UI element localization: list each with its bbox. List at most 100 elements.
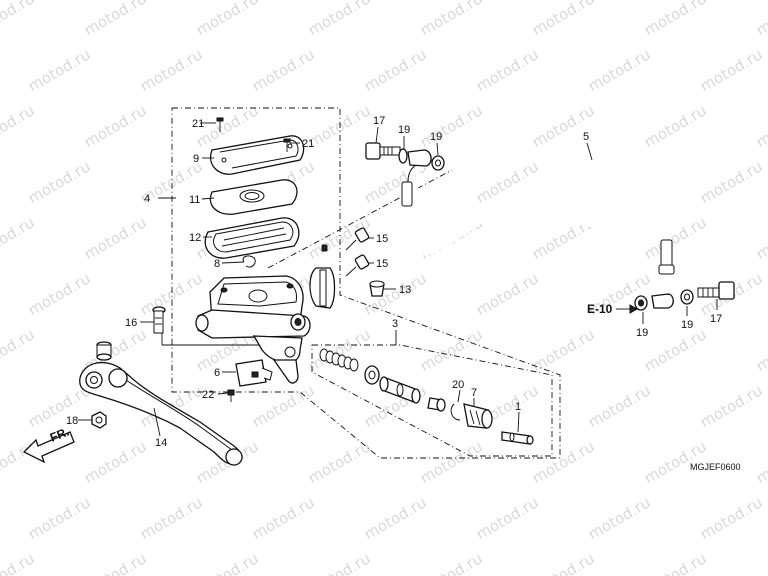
watermark-text: motod.ru [529,437,598,487]
watermark-text: motod.ru [529,549,598,576]
watermark-text: motod.ru [81,213,150,263]
clutch-switch [235,359,273,387]
watermark-text: motod.ru [753,549,768,576]
secondary-cup [427,397,446,412]
watermark-text: motod.ru [753,325,768,375]
watermark-text: motod.ru [249,493,318,543]
watermark-text: motod.ru [529,0,598,39]
watermark-text: motod.ru [361,45,430,95]
watermark-text: motod.ru [753,101,768,151]
piston [379,376,421,404]
watermark-text: motod.ru [0,213,38,263]
watermark-text: motod.ru [137,493,206,543]
watermark-text: motod.ru [193,0,262,39]
watermark-text: motod.ru [641,549,710,576]
callout-15b: 15 [376,258,388,270]
callout-13: 13 [399,284,411,296]
clip [242,255,256,268]
watermark-text: motod.ru [473,45,542,95]
group-box-piston-kit [311,344,553,457]
watermark-text: motod.ru [697,157,766,207]
watermark-text: motod.ru [697,493,766,543]
watermark-text: motod.ru [417,101,486,151]
watermark-text: motod.ru [137,45,206,95]
watermark-text: motod.ru [753,0,768,39]
leader-lines [78,122,718,437]
callout-19a: 19 [398,124,410,136]
watermark-text: motod.ru [417,549,486,576]
callout-3: 3 [392,318,398,330]
watermark-text: motod.ru [25,45,94,95]
holder-bolt-upper [345,227,370,251]
callout-1: 1 [515,401,521,413]
watermark-text: motod.ru [585,493,654,543]
watermark-text: motod.ru [137,269,206,319]
push-rod [501,431,534,445]
watermark-text: motod.ru [249,45,318,95]
callout-5: 5 [583,131,589,143]
watermark-text: motod.ru [641,101,710,151]
spring [319,348,359,372]
watermark-text: motod.ru [641,0,710,39]
watermark-text: motod.ru [305,101,374,151]
banjo-fitting-top [407,149,432,167]
watermark-text: motod.ru [417,325,486,375]
watermark-text: motod.ru [25,157,94,207]
pivot-nut [91,411,107,429]
pivot-bolt [152,306,166,334]
watermark-text: motod.ru [25,269,94,319]
holder-bolt-lower [345,254,370,277]
banjo-fitting-bottom [651,293,674,309]
watermark-text: motod.ru [585,45,654,95]
port-plug [369,280,385,297]
callout-17a: 17 [373,115,385,127]
clutch-hose [401,150,675,275]
watermark-text: motod.ru [305,549,374,576]
holder-clamp [309,244,336,309]
watermark-text: motod.ru [0,549,38,576]
watermark-text: motod.ru [0,0,38,39]
pivot-bushing [96,341,112,361]
callout-19c: 19 [636,327,648,339]
reference-arrow [629,304,639,314]
callout-12: 12 [189,232,201,244]
switch-screw [227,389,235,402]
callout-22: 22 [202,389,214,401]
banjo-bolt-top [365,142,401,160]
watermark-text: motod.ru [305,437,374,487]
watermark-text: motod.ru [697,45,766,95]
callout-21a: 21 [192,118,204,130]
watermark-text: motod.ru [0,325,38,375]
reference-label: E-10 [587,302,613,316]
callout-19d: 19 [681,319,693,331]
callout-15a: 15 [376,233,388,245]
sealing-washer-top-a [398,148,408,164]
watermark-text: motod.ru [81,0,150,39]
callout-4: 4 [144,193,150,205]
watermark-text: motod.ru [305,0,374,39]
callout-11: 11 [189,194,200,206]
snap-ring [450,403,461,421]
watermark-text: motod.ru [473,269,542,319]
callout-20: 20 [452,379,464,391]
watermark-text: motod.ru [753,437,768,487]
callout-14: 14 [155,437,167,449]
watermark-text: motod.ru [81,101,150,151]
watermark-text: motod.ru [753,213,768,263]
callout-8: 8 [214,258,220,270]
master-cylinder-body [195,275,311,384]
group-box-master-cylinder [171,107,561,459]
clutch-lever [79,361,243,466]
watermark-text: motod.ru [81,549,150,576]
watermark-text: motod.ru [25,493,94,543]
cap-screw-right [283,138,291,152]
watermark-text: motod.ru [305,325,374,375]
callout-7: 7 [471,387,477,399]
watermark-text: motod.ru [529,325,598,375]
callout-9: 9 [193,153,199,165]
callout-17b: 17 [710,313,722,325]
watermark-text: motod.ru [193,549,262,576]
